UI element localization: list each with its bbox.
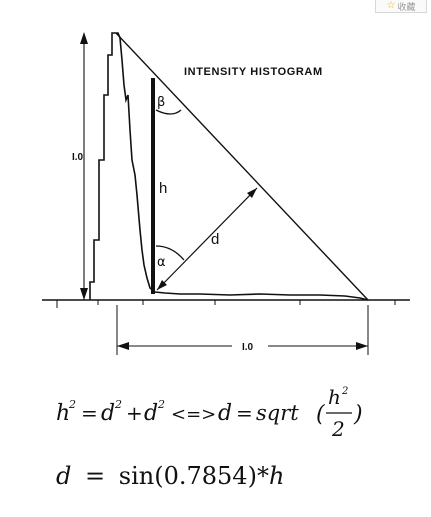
formula2-fn: sin(0.7854 [118,462,248,490]
beta-arc [155,109,182,115]
favorite-badge[interactable]: ☆ 收藏 [375,0,427,13]
formula2-h: h [268,462,285,490]
formula1-close: ) [353,402,363,427]
formula1-plus: + [126,401,143,425]
alpha-label: α [157,255,166,270]
formula1-h: h [56,401,70,426]
formula2-d: d [56,462,72,490]
formula1-exp-c: 2 [157,398,165,411]
d-label: d [211,231,219,248]
formula1-exp-a: 2 [68,398,76,411]
left-dimension-arrow-bottom [80,288,88,300]
favorite-label: 收藏 [397,2,416,13]
intensity-histogram-diagram: INTENSITY HISTOGRAM I.0 I.0 h d β α [42,32,410,355]
alpha-arc [155,245,185,261]
diagram-title: INTENSITY HISTOGRAM [184,66,323,78]
formula1-exp-b: 2 [114,398,122,411]
formula1-iff: <=> [171,404,216,425]
left-dimension-label: I.0 [72,152,84,163]
left-dimension-arrow-top [80,32,88,44]
formula1-open: ( [316,402,325,427]
star-icon: ☆ [386,0,396,11]
formula1-eq2: = [236,401,253,425]
formula1-sqrt: sqrt [256,401,299,425]
formula1-num-exp: 2 [341,386,348,397]
formula-pythagoras: h 2 = d 2 + d 2 <=> d = sqrt ( h 2 2 ) [56,385,363,441]
d-arrow-bottom [157,280,167,290]
bottom-dimension-label: I.0 [242,342,254,353]
d-arrow-top [247,188,257,198]
histogram-curve [89,32,369,301]
bottom-dimension-arrow-left [117,342,129,350]
formula1-eq: = [81,401,98,425]
d-line [156,187,258,291]
formula1-d2: d [144,401,158,426]
beta-label: β [157,95,165,110]
formula2-close: ) [247,462,257,490]
triangle-hypotenuse [115,32,369,301]
h-label: h [159,180,167,197]
formula1-d1: d [101,401,115,426]
formula2-eq: = [85,462,106,490]
formula-sine: d = sin(0.7854)*h [56,462,284,490]
baseline-ticks [56,300,396,308]
bottom-dimension-arrow-right [356,342,368,350]
formula2-times: * [256,462,269,490]
formula1-d3: d [218,401,232,426]
formula1-den: 2 [331,417,345,441]
formula1-num: h [328,385,341,409]
